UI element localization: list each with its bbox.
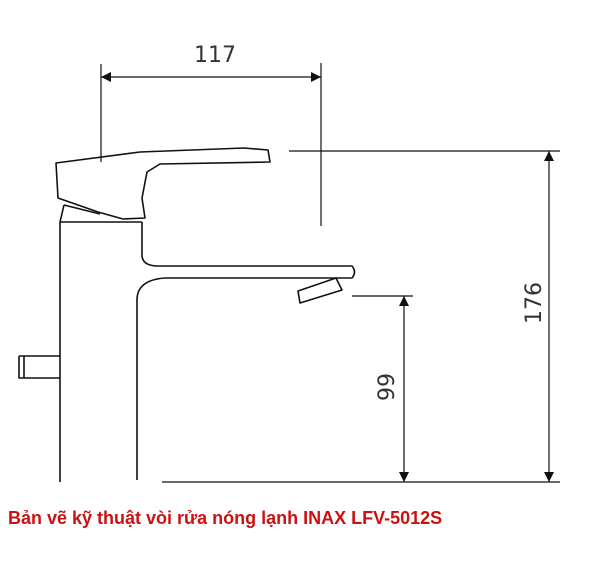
aerator <box>297 277 343 304</box>
drawing-caption: Bản vẽ kỹ thuật vòi rửa nóng lạnh INAX L… <box>8 508 443 528</box>
faucet-body <box>59 221 143 482</box>
technical-drawing: 117 176 99 <box>18 43 560 483</box>
spout <box>136 254 356 480</box>
dimension-lines <box>100 63 560 483</box>
dim-label-width: 117 <box>194 43 236 68</box>
handle-base <box>59 204 101 223</box>
lever-handle <box>55 147 271 220</box>
dim-label-spout-height: 99 <box>375 373 400 401</box>
dim-label-total-height: 176 <box>522 282 547 324</box>
pop-up-rod <box>18 355 60 379</box>
faucet-outline <box>18 147 356 482</box>
